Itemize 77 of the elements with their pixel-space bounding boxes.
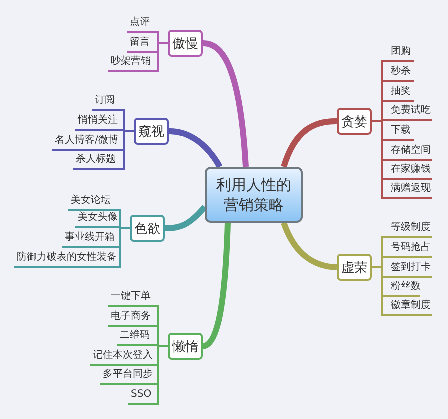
leaf-label: 美女论坛 [68, 194, 114, 211]
leaf-label: 在家赚钱 [388, 163, 432, 180]
bracket-connector [151, 403, 159, 405]
leaf-label: 防御力破表的女性装备 [14, 251, 114, 268]
leaf-label: 免费试吃 [388, 104, 432, 121]
leaf-label: 事业线开箱 [62, 231, 114, 248]
bracket-connector [151, 51, 159, 53]
leaf-label: 吵架营销 [108, 55, 152, 72]
bracket-connector [381, 159, 389, 161]
bracket-connector [113, 226, 121, 228]
bracket-trunk [371, 60, 383, 199]
bracket-connector [151, 364, 159, 366]
leaf-label: SSO [128, 388, 152, 405]
bracket-connector [381, 276, 389, 278]
bracket-trunk [157, 305, 169, 405]
leaf-label: 满赠返现 [388, 182, 432, 199]
leaf-label: 号码抢占 [388, 241, 432, 258]
bracket-trunk [371, 236, 383, 316]
branch-box: 虚荣 [337, 254, 372, 281]
bracket-connector [113, 266, 121, 268]
leaf-label: 团购 [388, 45, 414, 62]
leaf-label: 二维码 [117, 329, 152, 346]
bracket-connector [151, 383, 159, 385]
bracket-connector [113, 209, 121, 211]
bracket-connector [151, 70, 159, 72]
bracket-connector [117, 129, 125, 131]
bracket-connector [113, 246, 121, 248]
leaf-label: 杀人标题 [73, 153, 118, 170]
branch-box: 懒惰 [168, 333, 203, 360]
leaf-label: 记住本次登入 [90, 349, 152, 366]
branch-connector [202, 222, 231, 350]
branch-connector [164, 205, 208, 232]
leaf-label: 点评 [127, 16, 152, 33]
leaf-label: 一键下单 [108, 290, 152, 307]
branch-connector [168, 128, 223, 169]
bracket-connector [151, 305, 159, 307]
leaf-label: 等级制度 [388, 221, 432, 238]
leaf-label: 留言 [127, 36, 152, 53]
bracket-connector [381, 197, 389, 199]
branch-box: 色欲 [130, 215, 165, 242]
branch-connector [281, 222, 338, 270]
bracket-connector [381, 256, 389, 258]
bracket-connector [117, 168, 125, 170]
bracket-trunk [157, 31, 169, 72]
bracket-connector [381, 100, 389, 102]
bracket-connector [151, 31, 159, 33]
leaf-label: 签到打卡 [388, 261, 432, 278]
bracket-trunk [119, 209, 131, 268]
leaf-label: 秒杀 [388, 65, 414, 82]
branch-connector [281, 118, 338, 168]
bracket-connector [381, 80, 389, 82]
bracket-connector [381, 139, 389, 141]
branch-box: 窥视 [134, 118, 169, 145]
bracket-connector [381, 236, 389, 238]
bracket-connector [381, 314, 389, 316]
leaf-label: 多平台同步 [100, 368, 152, 385]
bracket-connector [151, 325, 159, 327]
bracket-connector [117, 109, 125, 111]
bracket-connector [381, 60, 389, 62]
leaf-label: 悄悄关注 [75, 114, 118, 131]
leaf-label: 电子商务 [108, 310, 152, 327]
leaf-label: 名人博客/微博 [52, 134, 118, 151]
leaf-label: 存储空间 [388, 144, 432, 161]
branch-box: 傲慢 [168, 30, 203, 57]
bracket-connector [381, 119, 389, 121]
leaf-label: 徽章制度 [388, 299, 432, 316]
leaf-label: 抽奖 [388, 85, 414, 102]
leaf-label: 粉丝数 [388, 280, 420, 297]
bracket-connector [381, 178, 389, 180]
leaf-label: 订阅 [92, 94, 118, 111]
branch-box: 贪婪 [337, 108, 372, 135]
topic-box: 利用人性的营销策略 [205, 167, 303, 223]
bracket-connector [151, 344, 159, 346]
bracket-connector [381, 295, 389, 297]
bracket-trunk [123, 109, 135, 170]
bracket-connector [117, 149, 125, 151]
leaf-label: 下载 [388, 124, 414, 141]
